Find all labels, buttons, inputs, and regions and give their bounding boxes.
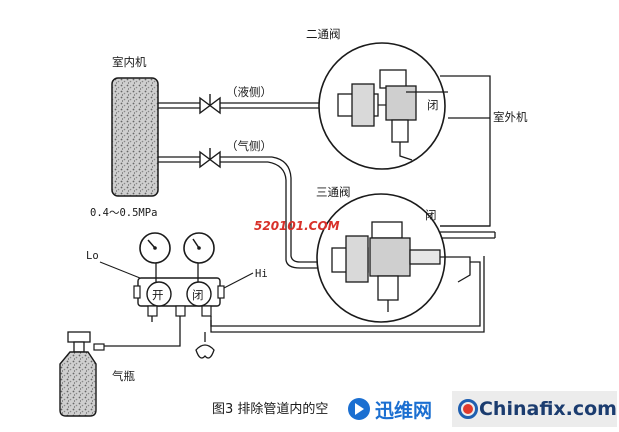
open-knob-label: 开 (152, 288, 164, 302)
site-watermark: 520101.COM (254, 219, 340, 233)
open-knob (146, 281, 172, 307)
xunwei-brand-text: 迅维网 (375, 399, 433, 422)
low-pressure-gauge (139, 232, 171, 264)
hi-label: Hi (255, 268, 268, 280)
indoor-unit (111, 77, 159, 197)
gas-line (158, 156, 320, 269)
outdoor-unit-outline (440, 75, 496, 239)
outdoor-unit-label: 室外机 (493, 110, 528, 124)
gas-side-valve (199, 148, 221, 169)
liquid-side-valve (199, 94, 221, 115)
gas-side-label: （气侧） (226, 139, 272, 153)
target-logo-icon (458, 399, 478, 419)
three-way-valve (316, 193, 471, 323)
indoor-unit-label: 室内机 (112, 55, 147, 69)
closed-knob-label: 闭 (192, 288, 204, 302)
two-way-valve-label: 二通阀 (306, 27, 341, 41)
purge-flange (195, 332, 215, 359)
three-way-valve-closed-label: 闭 (425, 208, 437, 222)
two-way-valve (318, 42, 448, 170)
manifold-gauge (133, 258, 225, 317)
play-logo-icon (348, 398, 370, 420)
two-way-valve-closed-label: 闭 (427, 98, 439, 112)
figure-caption: 图3 排除管道内的空 (212, 401, 328, 417)
gauge-range-label: 0.4～0.5MPa (90, 207, 157, 219)
high-pressure-gauge (183, 232, 215, 264)
xunwei-brand: 迅维网 (348, 394, 432, 424)
liquid-line (158, 102, 320, 109)
closed-knob (186, 281, 212, 307)
chinafix-brand-text: Chinafix.com (478, 398, 617, 420)
three-way-valve-label: 三通阀 (316, 185, 351, 199)
charging-hoses (103, 256, 485, 347)
gas-bottle (59, 331, 105, 417)
gas-bottle-label: 气瓶 (112, 369, 135, 383)
lo-label: Lo (86, 250, 99, 262)
chinafix-brand: Chinafix.com (452, 391, 617, 427)
liquid-side-label: （液侧） (226, 85, 272, 99)
